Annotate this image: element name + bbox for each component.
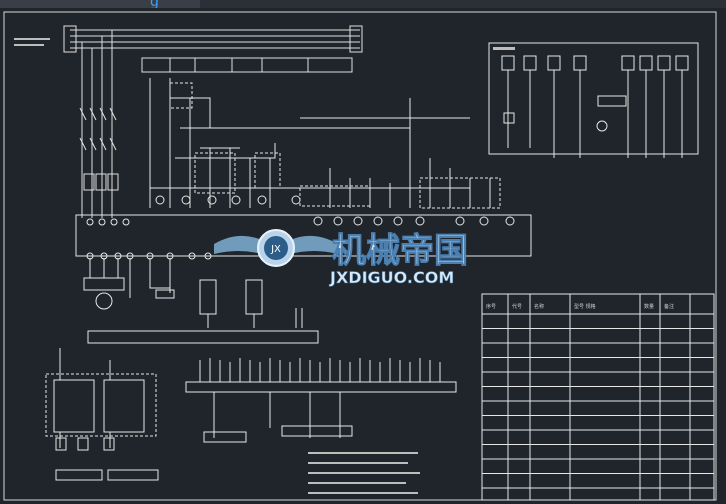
bom-header-cell: 数量 [644,303,654,310]
terminal-strip [185,358,457,443]
window-top-bar: g [0,0,726,10]
watermark-brand-en: JXDIGUO.COM [329,268,454,287]
indicator-lamps [155,195,515,226]
motor-labels-strip [87,330,319,344]
main-busbars [63,25,363,53]
watermark-brand-cn: 机械帝国 [332,231,468,271]
bom-header-cell: 型号 规格 [574,303,596,310]
tab-title-fragment: g [150,0,159,10]
relay-modules [199,279,303,328]
bom-table-rows [482,313,714,489]
right-panel [488,42,699,158]
watermark-logo: JX 机械帝国 JXDIGUO.COM [214,229,469,287]
watermark-emblem: JX [270,244,281,255]
bom-header: 序号 代号 名称 型号 规格 数量 备注 [486,303,674,310]
control-ladder [149,78,501,209]
notes-text [308,452,420,494]
drawing-border [3,11,717,501]
bom-header-cell: 代号 [512,303,522,310]
right-panel-label [493,47,515,50]
breaker-contacts [79,107,119,191]
interlock-diagram [45,348,159,481]
bus-text-left [14,38,50,46]
bom-header-cell: 序号 [486,303,496,310]
bom-header-cell: 备注 [664,303,674,310]
controller-module [75,214,532,257]
motor-circuit [83,258,175,310]
controller-terminals-top [86,218,130,226]
control-header-strip [141,57,353,73]
cad-drawing-canvas[interactable]: 序号 代号 名称 型号 规格 数量 备注 JX 机械帝国 JXDIGUO.COM [0,8,726,504]
browser-tab[interactable] [0,0,200,8]
bom-header-cell: 名称 [534,303,544,310]
